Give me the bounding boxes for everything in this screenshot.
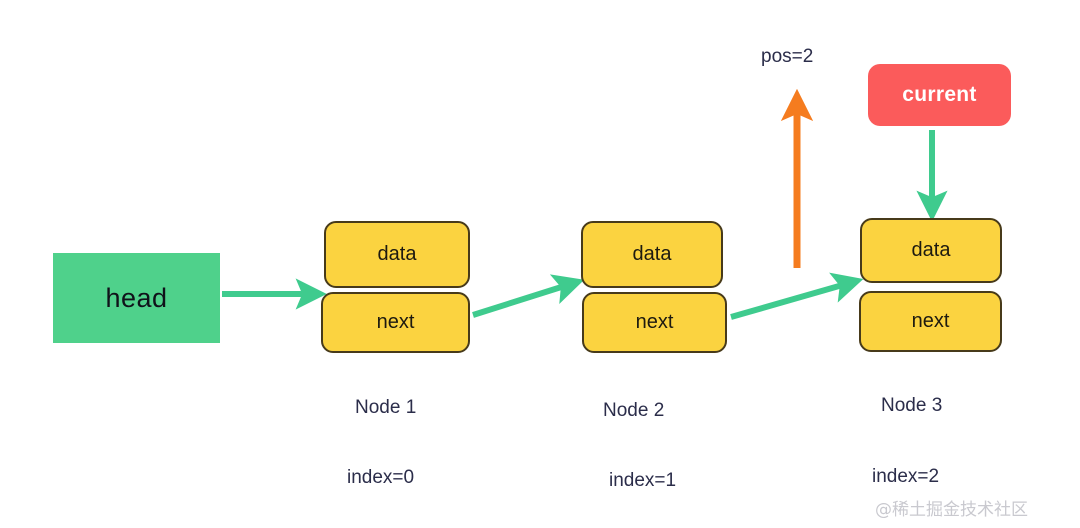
node1-next-label: next xyxy=(376,311,415,333)
node1-data-cell: data xyxy=(324,221,470,288)
pos-label: pos=2 xyxy=(761,46,814,67)
node2-name-label: Node 2 xyxy=(603,400,665,421)
current-box: current xyxy=(868,64,1011,126)
node1-name-label: Node 1 xyxy=(355,397,417,418)
node3-data-label: data xyxy=(911,239,951,261)
head-box: head xyxy=(53,253,220,343)
node1-index-label: index=0 xyxy=(347,467,415,488)
node2-index-label: index=1 xyxy=(609,470,677,491)
node1-next-cell: next xyxy=(321,292,470,353)
node2-data-label: data xyxy=(632,243,672,265)
arrow-node2-to-node3 xyxy=(730,272,864,320)
watermark: @稀土掘金技术社区 xyxy=(875,500,1028,520)
node3-next-cell: next xyxy=(859,291,1002,352)
node3-data-cell: data xyxy=(860,218,1002,283)
node3-index-label: index=2 xyxy=(872,466,940,487)
current-label: current xyxy=(902,83,977,106)
node2-next-label: next xyxy=(635,311,674,333)
arrow-node1-to-node2 xyxy=(472,274,585,318)
node2-data-cell: data xyxy=(581,221,723,288)
node1-data-label: data xyxy=(377,243,417,265)
node3-next-label: next xyxy=(911,310,950,332)
head-label: head xyxy=(105,282,168,313)
node2-next-cell: next xyxy=(582,292,727,353)
node3-name-label: Node 3 xyxy=(881,395,943,416)
